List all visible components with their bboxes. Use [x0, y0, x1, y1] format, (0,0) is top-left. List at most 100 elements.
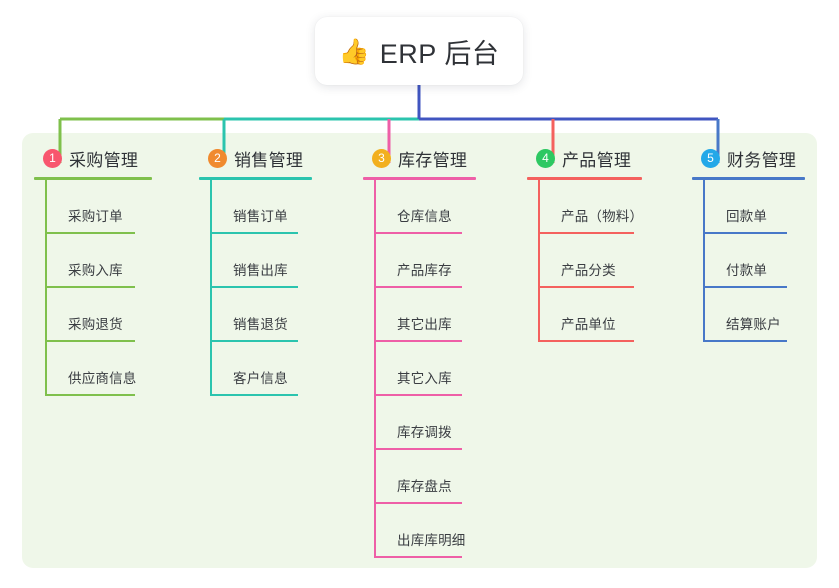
leaf-label: 仓库信息	[397, 209, 452, 224]
leaf-underline	[374, 448, 462, 450]
branch-header-4[interactable]: 4 产品管理	[527, 146, 642, 170]
leaf-label: 销售出库	[233, 263, 288, 278]
leaf-node[interactable]: 采购订单	[45, 180, 152, 234]
branch-number-badge: 1	[43, 148, 62, 168]
leaf-underline	[374, 556, 462, 558]
branch-header-1[interactable]: 1 采购管理	[34, 146, 152, 170]
branch-children: 采购订单采购入库采购退货供应商信息	[45, 180, 152, 396]
leaf-node[interactable]: 销售订单	[210, 180, 312, 234]
root-node[interactable]: 👍 ERP 后台	[315, 17, 523, 85]
thumbs-up-icon: 👍	[338, 36, 370, 66]
leaf-underline	[210, 232, 298, 234]
branch-number-badge: 5	[701, 148, 720, 168]
branch-4: 4 产品管理产品（物料） 产品分类产品单位	[527, 146, 643, 342]
branch-spine	[703, 180, 705, 342]
branch-5: 5 财务管理回款单付款单结算账户	[692, 146, 805, 342]
leaf-node[interactable]: 库存调拨	[374, 396, 476, 450]
leaf-underline	[210, 394, 298, 396]
leaf-node[interactable]: 其它出库	[374, 288, 476, 342]
leaf-label: 出库库明细	[397, 533, 466, 548]
leaf-underline	[374, 232, 462, 234]
branch-underline	[692, 177, 805, 180]
branch-3: 3 库存管理仓库信息产品库存其它出库其它入库库存调拨库存盘点出库库明细	[363, 146, 476, 558]
branch-1: 1 采购管理采购订单采购入库采购退货供应商信息	[34, 146, 152, 396]
branch-number-badge: 4	[536, 148, 555, 168]
leaf-node[interactable]: 销售出库	[210, 234, 312, 288]
branch-underline	[527, 177, 642, 180]
branch-header-3[interactable]: 3 库存管理	[363, 146, 476, 170]
leaf-underline	[45, 394, 135, 396]
branch-spine	[374, 180, 376, 558]
leaf-node[interactable]: 付款单	[703, 234, 805, 288]
leaf-node[interactable]: 库存盘点	[374, 450, 476, 504]
leaf-node[interactable]: 结算账户	[703, 288, 805, 342]
leaf-underline	[538, 232, 634, 234]
branch-underline	[34, 177, 152, 180]
leaf-underline	[374, 286, 462, 288]
leaf-node[interactable]: 出库库明细	[374, 504, 476, 558]
leaf-label: 采购退货	[68, 317, 123, 332]
root-title: ERP 后台	[379, 38, 500, 69]
branch-header-5[interactable]: 5 财务管理	[692, 146, 805, 170]
branch-children: 仓库信息产品库存其它出库其它入库库存调拨库存盘点出库库明细	[374, 180, 476, 558]
leaf-label: 其它入库	[397, 371, 452, 386]
leaf-underline	[45, 286, 135, 288]
leaf-label: 产品单位	[561, 317, 616, 332]
branch-spine	[210, 180, 212, 396]
leaf-label: 客户信息	[233, 371, 288, 386]
leaf-underline	[374, 394, 462, 396]
leaf-label: 结算账户	[726, 317, 781, 332]
leaf-label: 销售订单	[233, 209, 288, 224]
branch-underline	[199, 177, 312, 180]
branch-children: 回款单付款单结算账户	[703, 180, 805, 342]
leaf-node[interactable]: 产品单位	[538, 288, 642, 342]
branch-underline	[363, 177, 476, 180]
leaf-node[interactable]: 回款单	[703, 180, 805, 234]
leaf-label: 付款单	[726, 263, 768, 278]
leaf-underline	[210, 340, 298, 342]
branch-number-badge: 2	[208, 148, 227, 168]
leaf-label: 产品分类	[561, 263, 616, 278]
branch-spine	[45, 180, 47, 396]
leaf-node[interactable]: 采购入库	[45, 234, 152, 288]
leaf-label: 销售退货	[233, 317, 288, 332]
leaf-node[interactable]: 仓库信息	[374, 180, 476, 234]
branch-number-badge: 3	[372, 148, 391, 168]
leaf-node[interactable]: 产品（物料）	[538, 180, 643, 234]
leaf-node[interactable]: 供应商信息	[45, 342, 152, 396]
leaf-underline	[703, 340, 787, 342]
leaf-node[interactable]: 客户信息	[210, 342, 312, 396]
leaf-label: 采购订单	[68, 209, 123, 224]
leaf-underline	[45, 232, 135, 234]
branch-title: 财务管理	[727, 150, 797, 170]
branch-spine	[538, 180, 540, 342]
leaf-label: 库存盘点	[397, 479, 452, 494]
diagram-background-panel	[22, 133, 817, 568]
leaf-label: 其它出库	[397, 317, 452, 332]
leaf-underline	[538, 286, 634, 288]
leaf-node[interactable]: 销售退货	[210, 288, 312, 342]
leaf-label: 采购入库	[68, 263, 123, 278]
leaf-underline	[538, 340, 634, 342]
branch-title: 采购管理	[69, 150, 139, 170]
branch-title: 产品管理	[562, 150, 632, 170]
leaf-node[interactable]: 其它入库	[374, 342, 476, 396]
leaf-node[interactable]: 采购退货	[45, 288, 152, 342]
branch-title: 库存管理	[398, 150, 468, 170]
leaf-node[interactable]: 产品库存	[374, 234, 476, 288]
leaf-label: 库存调拨	[397, 425, 452, 440]
leaf-underline	[374, 502, 462, 504]
leaf-underline	[374, 340, 462, 342]
leaf-underline	[703, 232, 787, 234]
leaf-underline	[210, 286, 298, 288]
leaf-node[interactable]: 产品分类	[538, 234, 642, 288]
leaf-label: 产品库存	[397, 263, 452, 278]
branch-children: 产品（物料） 产品分类产品单位	[538, 180, 643, 342]
branch-children: 销售订单销售出库销售退货客户信息	[210, 180, 312, 396]
leaf-label: 回款单	[726, 209, 768, 224]
leaf-label: 供应商信息	[68, 371, 137, 386]
